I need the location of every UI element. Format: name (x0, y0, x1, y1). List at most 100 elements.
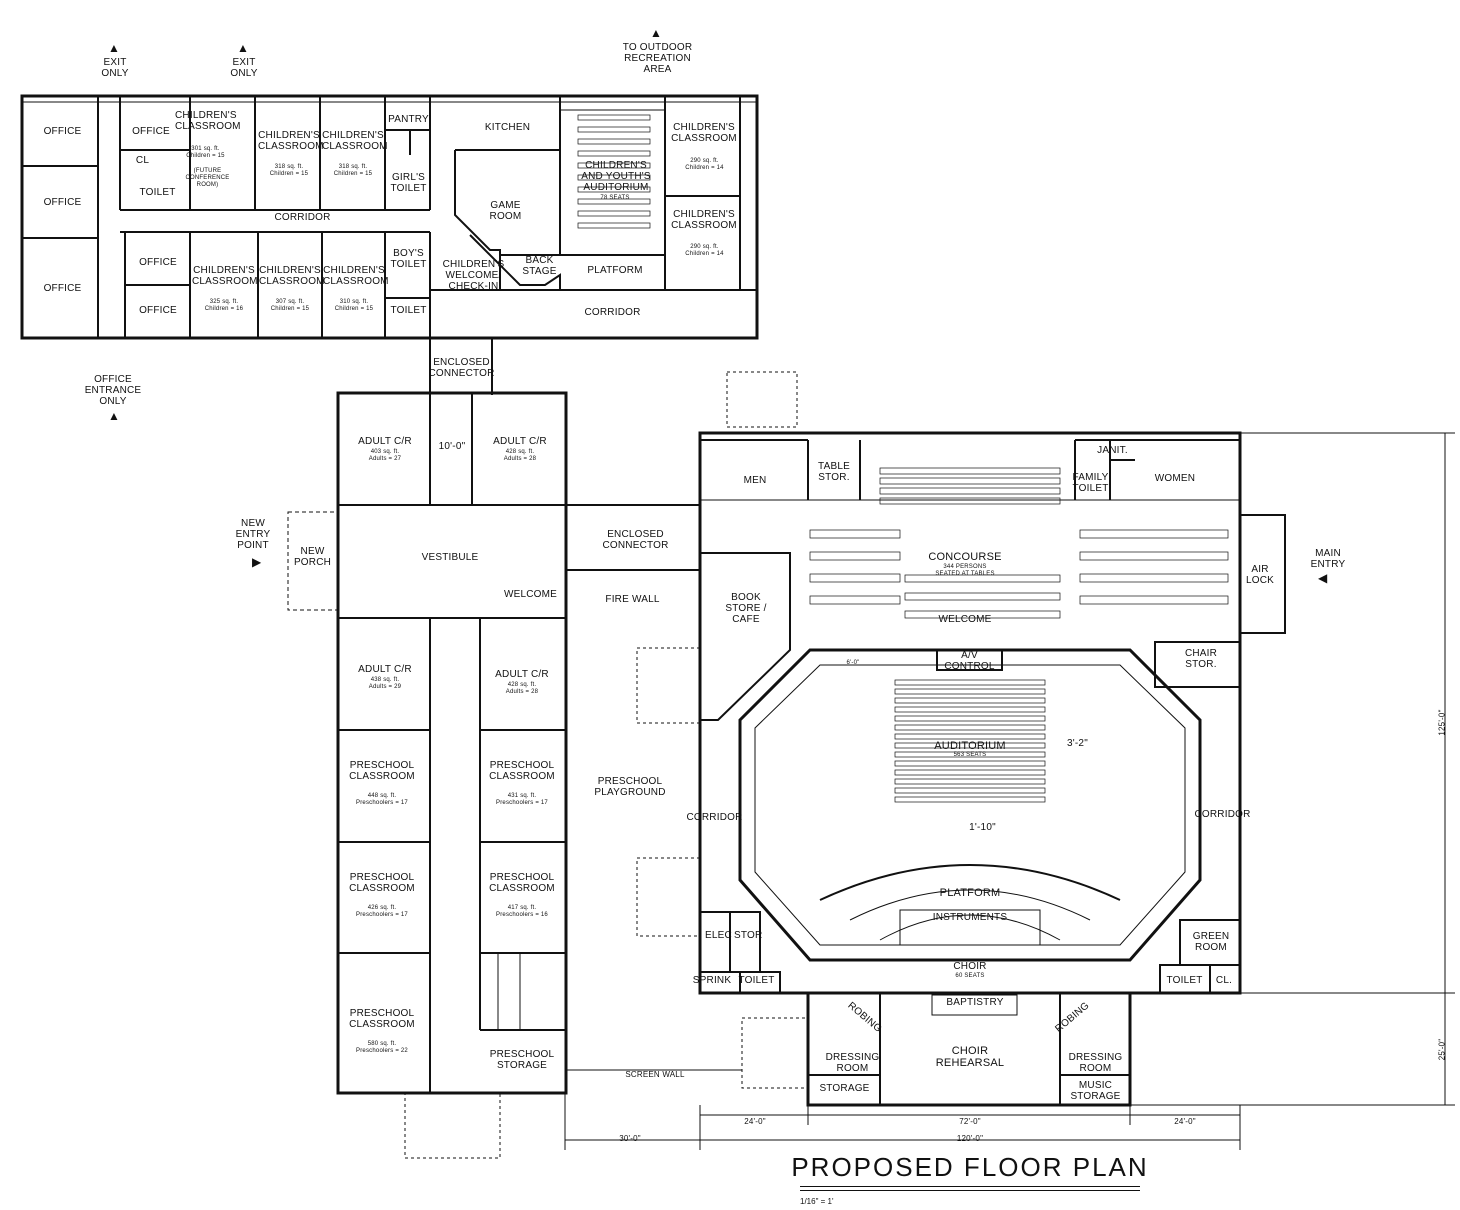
seating-row (809, 595, 901, 605)
seating-row (894, 742, 1046, 749)
connector-walls (429, 338, 493, 395)
room-preschool-classroom: PRESCHOOL CLASSROOM (349, 872, 415, 894)
north-wing-walls (20, 94, 759, 340)
seating-row (1079, 551, 1229, 561)
room-corridor: CORRIDOR (1194, 809, 1251, 820)
room-info: 290 sq. ft. Children = 14 (685, 244, 724, 257)
room-childrens-welcome: CHILDREN'S WELCOME/ CHECK-IN (442, 259, 505, 292)
room-platform: PLATFORM (939, 887, 1001, 899)
dimension-label: 24'-0" (744, 1117, 766, 1126)
dimension-label: 72'-0" (959, 1117, 981, 1126)
room-air-lock: AIR LOCK (1245, 564, 1275, 586)
room-electrical: ELEC (705, 930, 732, 941)
room-childrens-classroom: CHILDREN'S CLASSROOM (175, 110, 241, 132)
seating-row (894, 715, 1046, 722)
room-info: 417 sq. ft. Preschoolers = 16 (496, 905, 548, 918)
new-entry-arrow-icon: ▶ (252, 555, 262, 569)
seating-row (894, 706, 1046, 713)
main-entry-label: MAIN ENTRY (1310, 548, 1346, 570)
seating-row (809, 529, 901, 539)
office-entrance-label: OFFICE ENTRANCE ONLY (84, 374, 142, 407)
room-corridor: CORRIDOR (274, 212, 331, 223)
title-underline (800, 1190, 1140, 1191)
room-toilet: TOILET (1166, 975, 1203, 986)
room-info: 428 sq. ft. Adults = 28 (505, 682, 539, 695)
room-game-room: GAME ROOM (489, 200, 522, 222)
room-info: 580 sq. ft. Preschoolers = 22 (356, 1041, 408, 1054)
room-family-toilet: FAMILY TOILET (1072, 472, 1109, 494)
room-dressing-room: DRESSING ROOM (1068, 1052, 1123, 1074)
seating-row (577, 210, 651, 217)
room-info: 438 sq. ft. Adults = 29 (368, 677, 402, 690)
dimension-label: 10'-0" (438, 441, 466, 452)
room-toilet: TOILET (139, 187, 176, 198)
seating-row (894, 679, 1046, 686)
room-boys-toilet: BOY'S TOILET (390, 248, 427, 270)
seating-row (1079, 595, 1229, 605)
fire-wall-label: FIRE WALL (605, 594, 660, 605)
room-info: 301 sq. ft. Children = 15 (186, 146, 225, 159)
dimension-label: 24'-0" (1174, 1117, 1196, 1126)
seating-row (879, 467, 1061, 475)
new-entry-point-label: NEW ENTRY POINT (235, 518, 271, 551)
dimension-label: 120'-0" (956, 1134, 984, 1143)
dimension-label: 1'-10" (969, 822, 996, 833)
dimension-label: 30'-0" (619, 1134, 641, 1143)
room-corridor: CORRIDOR (584, 307, 641, 318)
room-instruments: INSTRUMENTS (932, 912, 1008, 923)
room-info: 448 sq. ft. Preschoolers = 17 (356, 793, 408, 806)
room-new-porch: NEW PORCH (293, 546, 332, 568)
dimension-label: 3'-2" (1067, 738, 1088, 749)
exit-arrow-icon: ▲ (237, 41, 249, 55)
seating-row (879, 477, 1061, 485)
seating-row (894, 733, 1046, 740)
room-childrens-classroom: CHILDREN'S CLASSROOM (323, 265, 389, 287)
room-music-storage: MUSIC STORAGE (1070, 1080, 1121, 1102)
room-info: 428 sq. ft. Adults = 28 (503, 449, 537, 462)
room-storage: STOR (734, 930, 763, 941)
room-adult-classroom: ADULT C/R (495, 669, 549, 680)
room-dressing-room: DRESSING ROOM (825, 1052, 880, 1074)
room-info: 318 sq. ft. Children = 15 (333, 164, 373, 177)
room-girls-toilet: GIRL'S TOILET (390, 172, 427, 194)
room-info: 60 SEATS (955, 973, 985, 979)
room-chair-storage: CHAIR STOR. (1184, 648, 1218, 670)
seating-row (894, 724, 1046, 731)
outdoor-recreation-label: TO OUTDOOR RECREATION AREA (622, 42, 693, 75)
room-adult-classroom: ADULT C/R (358, 664, 412, 675)
room-preschool-playground: PRESCHOOL PLAYGROUND (594, 776, 666, 798)
room-childrens-classroom: CHILDREN'S CLASSROOM (671, 122, 737, 144)
room-preschool-classroom: PRESCHOOL CLASSROOM (489, 760, 555, 782)
seating-row (894, 760, 1046, 767)
room-info: 310 sq. ft. Children = 15 (334, 299, 374, 312)
room-closet: CL (135, 155, 150, 166)
seating-row (809, 551, 901, 561)
dimension-label: 6'-0" (846, 660, 860, 666)
room-closet: CL. (1215, 975, 1233, 986)
seating-row (1079, 529, 1229, 539)
room-office: OFFICE (132, 126, 170, 137)
room-choir: CHOIR (953, 961, 987, 972)
dimension-label: 125'-0" (1437, 709, 1447, 736)
room-back-stage: BACK STAGE (522, 255, 557, 277)
room-info: 307 sq. ft. Children = 15 (270, 299, 310, 312)
room-table-storage: TABLE STOR. (818, 461, 850, 483)
room-office: OFFICE (139, 257, 177, 268)
seating-row (894, 778, 1046, 785)
seating-row (879, 497, 1061, 505)
room-welcome: WELCOME (503, 589, 558, 600)
room-info: 318 sq. ft. Children = 15 (269, 164, 309, 177)
seating-row (577, 114, 651, 121)
room-info: 431 sq. ft. Preschoolers = 17 (496, 793, 548, 806)
seating-row (904, 592, 1061, 601)
office-entrance-arrow-icon: ▲ (108, 409, 120, 423)
room-info: 426 sq. ft. Preschoolers = 17 (356, 905, 408, 918)
room-childrens-classroom: CHILDREN'S CLASSROOM (322, 130, 388, 152)
seating-row (577, 198, 651, 205)
room-office: OFFICE (43, 283, 82, 294)
education-wing-walls (287, 391, 700, 1159)
room-office: OFFICE (43, 197, 82, 208)
room-sprinkler: SPRINK (692, 975, 732, 986)
exit-arrow-icon: ▲ (108, 41, 120, 55)
